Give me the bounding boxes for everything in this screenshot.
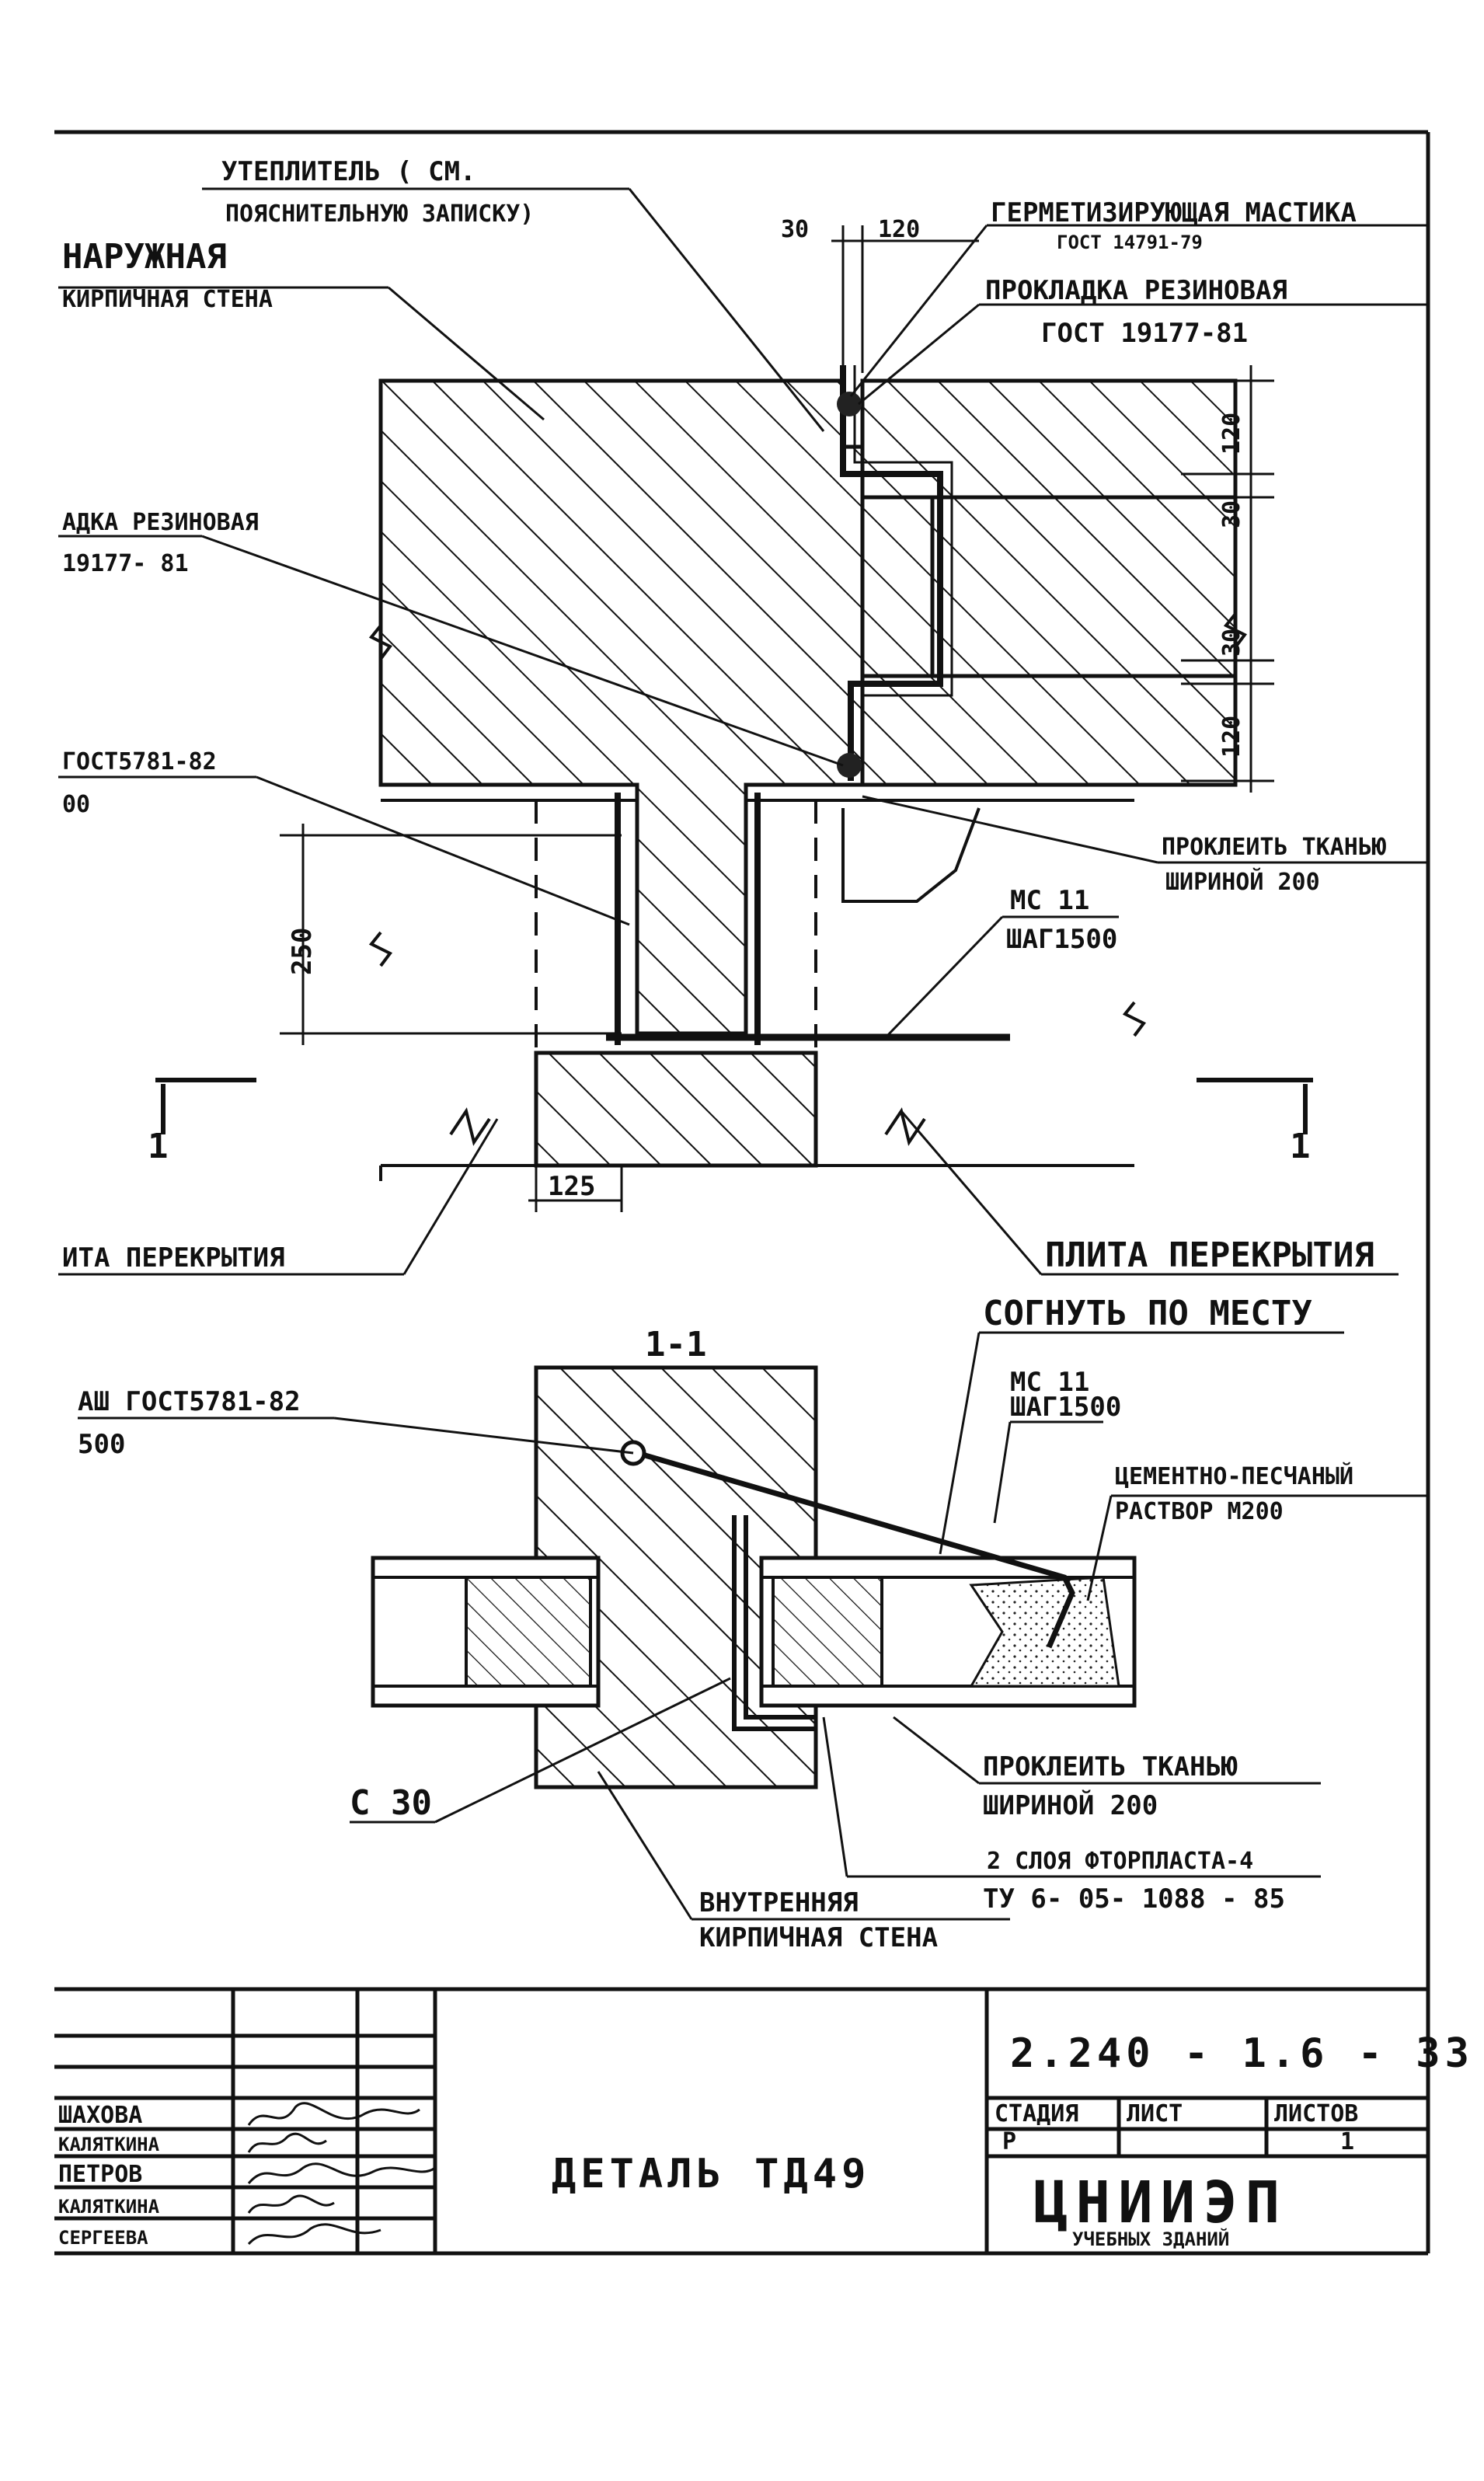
- section-view: 1-1: [78, 1294, 1428, 1953]
- slab-right-core: [772, 1576, 883, 1688]
- label-section-mc-1: МС 11: [1010, 1367, 1089, 1398]
- dimension-lines-right: [1181, 365, 1274, 793]
- label-insulation-2: ПОЯСНИТЕЛЬНУЮ ЗАПИСКУ): [225, 200, 534, 228]
- value-sheets: 1: [1340, 2128, 1354, 2155]
- label-inner-wall-1: ВНУТРЕННЯЯ: [699, 1887, 859, 1918]
- leader-lines-plan: [58, 187, 1428, 1276]
- label-section-rebar-1: АШ ГОСТ5781-82: [78, 1386, 301, 1417]
- rubber-gasket-bottom: [837, 753, 862, 778]
- header-sheets: ЛИСТОВ: [1274, 2100, 1358, 2127]
- label-outer-wall-2: КИРПИЧНАЯ СТЕНА: [62, 286, 273, 313]
- dim-120-lower: 120: [1218, 716, 1245, 758]
- section-cut-marks: [155, 1078, 1313, 1134]
- joint-profile: [840, 365, 943, 781]
- org-name: ЦНИИЭП: [1033, 2169, 1287, 2236]
- slab-left-core: [465, 1576, 592, 1688]
- rubber-gasket-top: [837, 392, 862, 416]
- label-gasket-left-2: 19177- 81: [62, 550, 189, 577]
- label-outer-wall-1: НАРУЖНАЯ: [62, 237, 227, 277]
- title-block: 2.240 - 1.6 - 33 ДЕТАЛЬ ТД49 СТАДИЯ ЛИСТ…: [54, 1987, 1474, 2253]
- joint-profile-inner: [853, 365, 953, 781]
- section-steel-angle: [732, 1515, 816, 1731]
- bent-plate: [841, 807, 981, 903]
- label-glue-2: ШИРИНОЙ 200: [1165, 868, 1320, 896]
- dim-125: 125: [548, 1171, 595, 1202]
- value-stage: Р: [1002, 2128, 1016, 2155]
- dim-30-top: 30: [781, 216, 809, 243]
- section-title: 1-1: [645, 1325, 706, 1364]
- label-slab-left: ИТА ПЕРЕКРЫТИЯ: [62, 1242, 285, 1274]
- label-slab-right: ПЛИТА ПЕРЕКРЫТИЯ: [1045, 1235, 1374, 1275]
- person-1: ШАХОВА: [58, 2102, 142, 2129]
- label-ftor-1: 2 СЛОЯ ФТОРПЛАСТА-4: [987, 1848, 1253, 1875]
- header-sheet: ЛИСТ: [1127, 2100, 1183, 2127]
- sheet-frame: [54, 130, 1430, 2256]
- signatures: [247, 2102, 436, 2246]
- label-section-glue-1: ПРОКЛЕИТЬ ТКАНЬЮ: [983, 1751, 1238, 1782]
- dimension-125: [528, 1166, 623, 1212]
- leader-lines-section: [78, 1331, 1428, 1921]
- slab-joint-block: [534, 1051, 818, 1168]
- section-mark-left: 1: [148, 1127, 169, 1166]
- dimension-top: [831, 225, 979, 373]
- mortar-fill: [969, 1576, 1120, 1688]
- person-2: КАЛЯТКИНА: [58, 2134, 160, 2155]
- break-marks: [368, 612, 1248, 1146]
- label-sealant-2: ГОСТ 14791-79: [1057, 232, 1203, 253]
- dim-30-lower: 30: [1218, 629, 1245, 657]
- label-ftor-2: ТУ 6- 05- 1088 - 85: [983, 1883, 1285, 1915]
- label-section-rebar-2: 500: [78, 1429, 125, 1460]
- label-rebar-left-1: ГОСТ5781-82: [62, 748, 217, 775]
- document-code: 2.240 - 1.6 - 33: [1010, 2030, 1474, 2077]
- label-glue-1: ПРОКЛЕИТЬ ТКАНЬЮ: [1162, 834, 1387, 861]
- label-c30: С 30: [350, 1783, 432, 1823]
- label-gasket-left-1: АДКА РЕЗИНОВАЯ: [62, 509, 259, 536]
- label-rebar-left-2: 00: [62, 791, 90, 818]
- slab-outlines: [379, 799, 1134, 1181]
- label-bend: СОГНУТЬ ПО МЕСТУ: [983, 1294, 1312, 1333]
- label-sealant-1: ГЕРМЕТИЗИРУЮЩАЯ МАСТИКА: [991, 197, 1357, 228]
- header-stage: СТАДИЯ: [995, 2100, 1078, 2127]
- dim-250: 250: [287, 928, 318, 975]
- label-inner-wall-2: КИРПИЧНАЯ СТЕНА: [699, 1922, 938, 1953]
- label-gasket-right-1: ПРОКЛАДКА РЕЗИНОВАЯ: [985, 275, 1287, 306]
- plan-view: 1 1 120 30 30 120 250 125: [58, 156, 1428, 1276]
- section-bent-rod: [636, 1450, 1075, 1649]
- person-3: ПЕТРОВ: [58, 2161, 142, 2188]
- label-mortar-2: РАСТВОР М200: [1115, 1498, 1284, 1525]
- dim-30-upper: 30: [1218, 500, 1245, 528]
- label-mc11-1: МС 11: [1010, 885, 1089, 916]
- org-subtitle: УЧЕБНЫХ ЗДАНИЙ: [1072, 2228, 1229, 2250]
- label-section-mc-2: ШАГ1500: [1010, 1392, 1121, 1423]
- section-mark-right: 1: [1290, 1127, 1311, 1166]
- dimension-250: [280, 824, 622, 1045]
- label-mc11-2: ШАГ1500: [1006, 924, 1117, 955]
- dim-120-upper: 120: [1218, 413, 1245, 455]
- label-gasket-right-2: ГОСТ 19177-81: [1041, 318, 1248, 349]
- dim-120-top: 120: [878, 216, 920, 243]
- person-4: КАЛЯТКИНА: [58, 2196, 160, 2218]
- detail-title: ДЕТАЛЬ ТД49: [552, 2151, 870, 2197]
- title-block-grid: [54, 1987, 1428, 2253]
- label-insulation-1: УТЕПЛИТЕЛЬ ( СМ.: [221, 156, 476, 187]
- person-5: СЕРГЕЕВА: [58, 2227, 148, 2249]
- label-mortar-1: ЦЕМЕНТНО-ПЕСЧАНЫЙ: [1115, 1462, 1353, 1490]
- label-section-glue-2: ШИРИНОЙ 200: [983, 1789, 1158, 1821]
